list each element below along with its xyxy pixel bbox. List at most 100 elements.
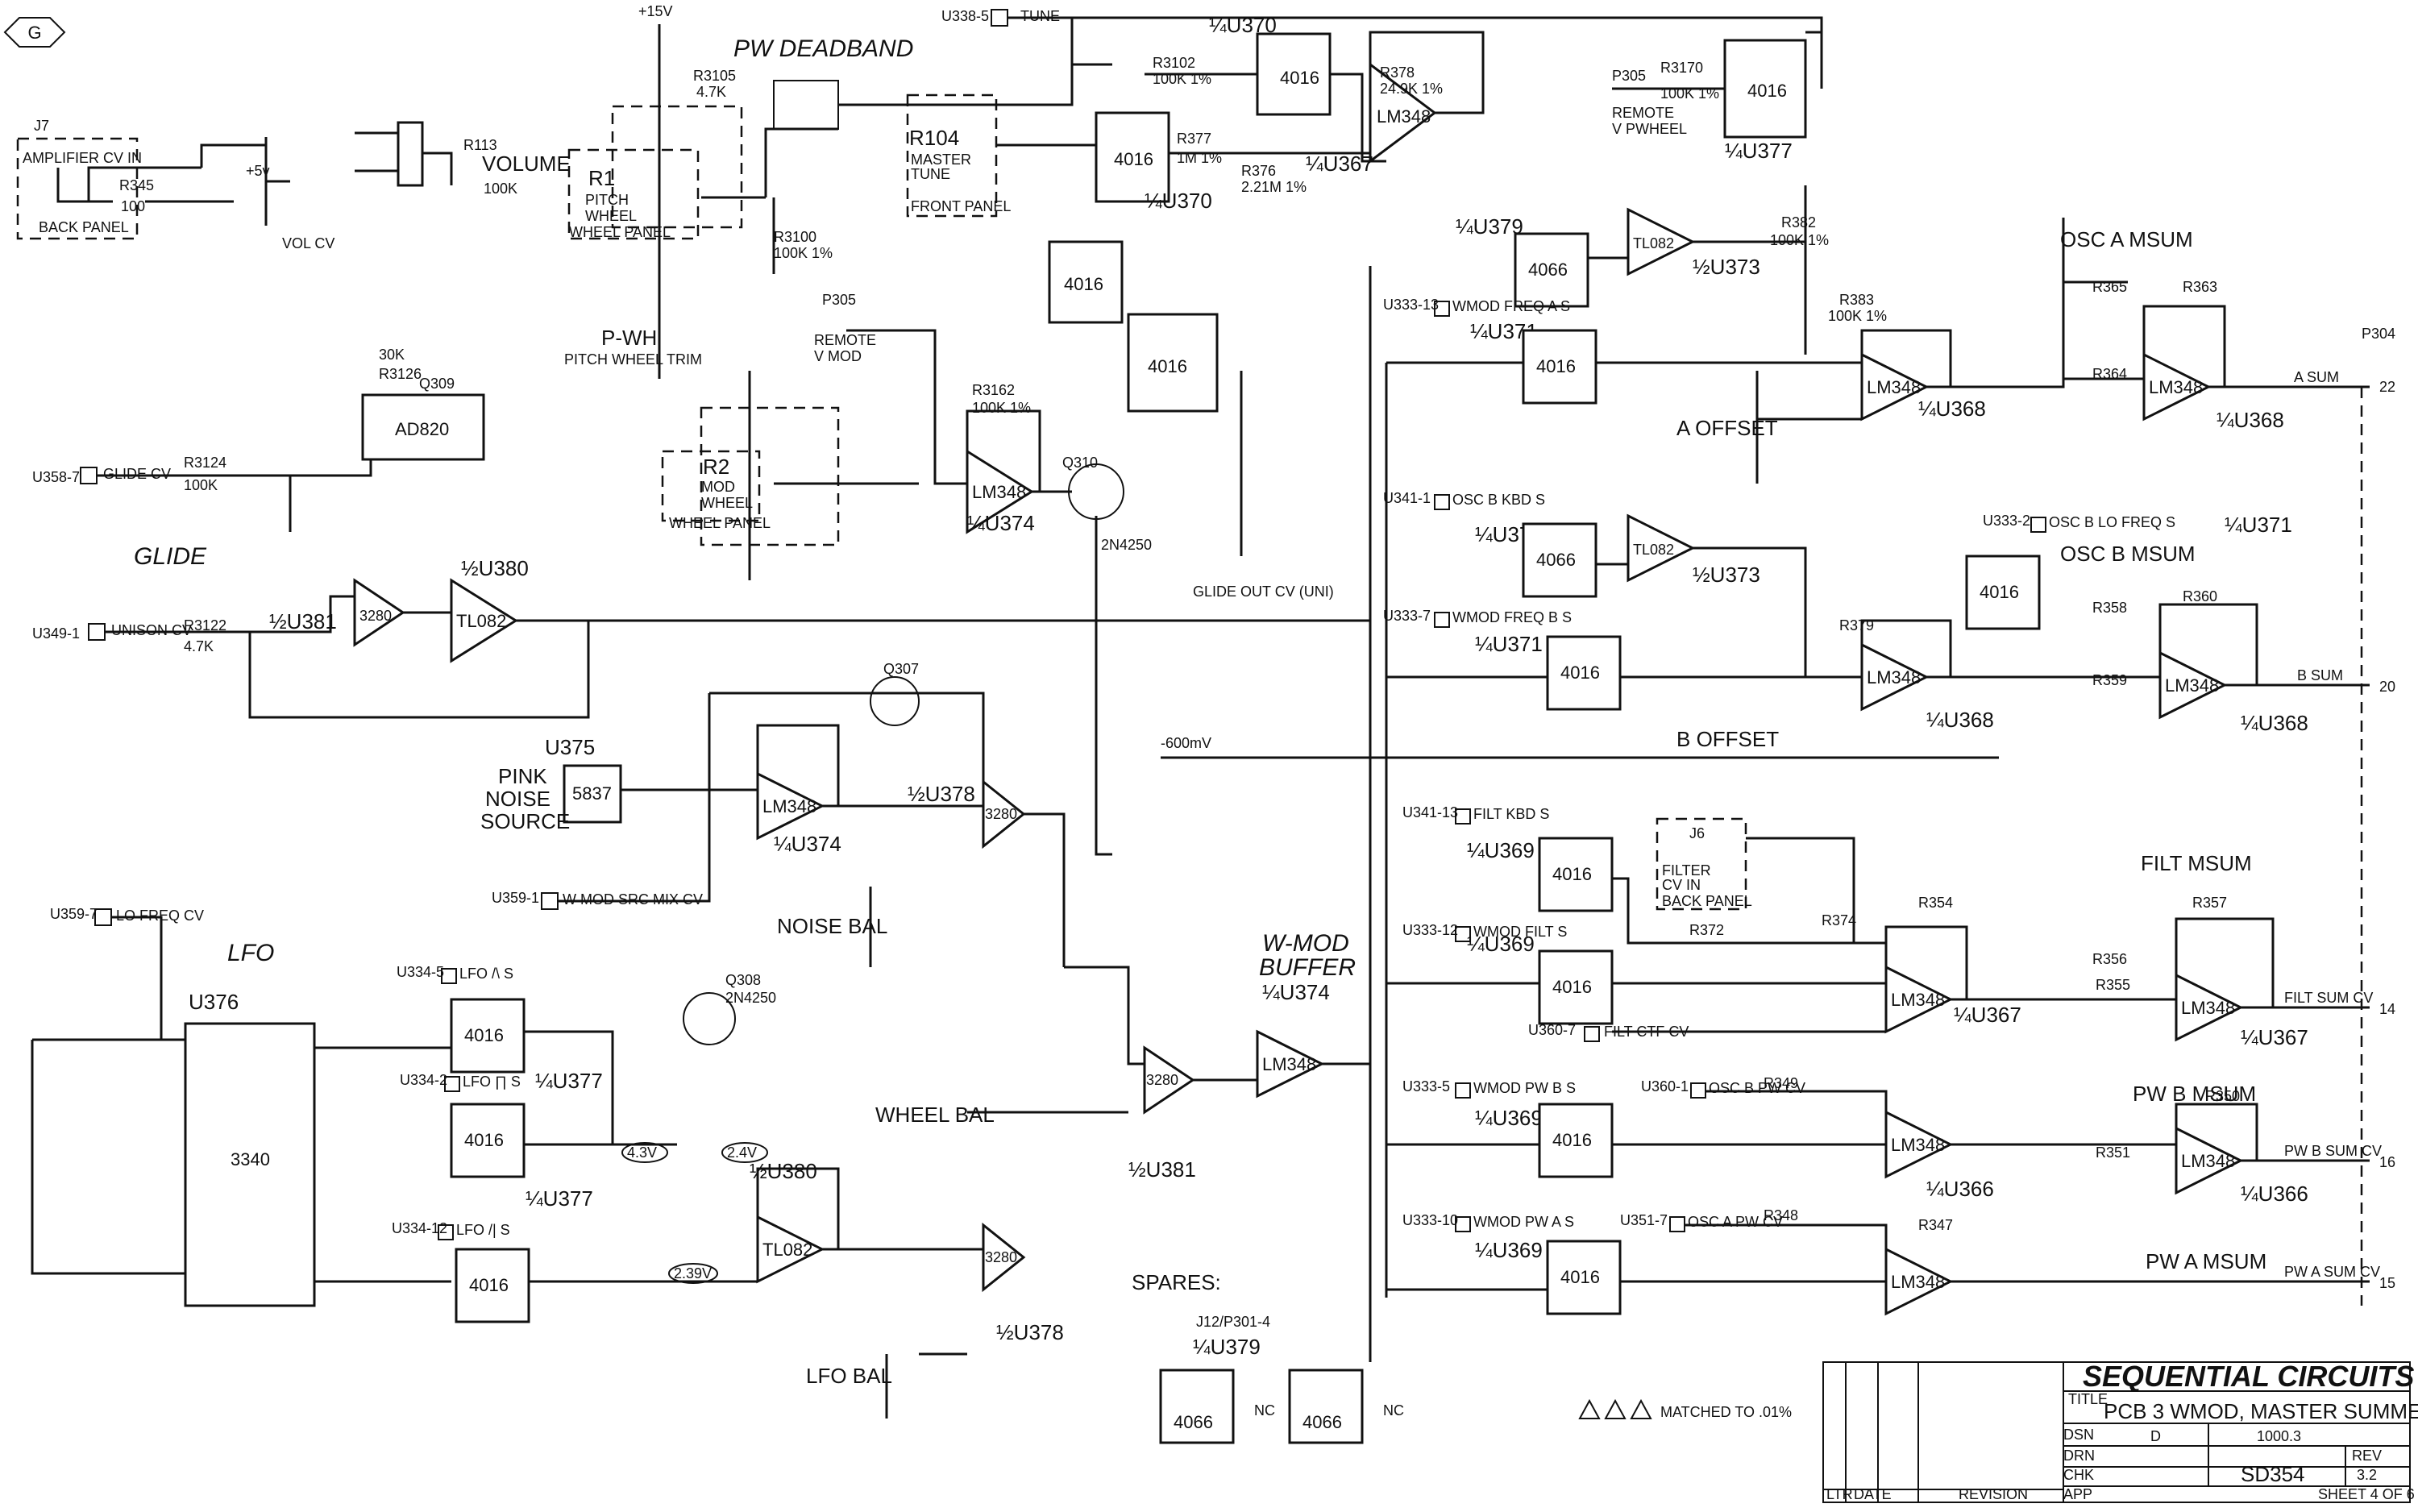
u378-a: ½U378 [908,782,975,806]
matched-note: MATCHED TO .01% [1578,1398,1792,1420]
svg-text:P305: P305 [1612,68,1646,84]
u381-a: ½U381 [269,609,337,633]
u378-b: ½U378 [996,1320,1064,1344]
svg-text:R3100: R3100 [774,229,816,245]
u366-a: ¼U366 [1926,1177,1994,1201]
u368-c: ¼U368 [1926,708,1994,732]
svg-text:100K: 100K [184,477,218,493]
v239-net: 2.39V [674,1265,712,1281]
svg-text:Q308: Q308 [725,972,761,988]
svg-text:20: 20 [2379,679,2395,695]
svg-text:WMOD FILT S: WMOD FILT S [1473,924,1567,940]
pitch-wheel-trim-label: PITCH WHEEL TRIM [564,351,702,368]
svg-text:U360-7: U360-7 [1528,1022,1576,1038]
svg-text:100K 1%: 100K 1% [774,245,833,261]
u368-b: ¼U368 [2216,408,2284,432]
svg-text:MOD: MOD [701,479,735,495]
glide-label: GLIDE [134,543,207,570]
svg-text:3280: 3280 [1146,1072,1178,1088]
svg-text:REVISION: REVISION [1959,1486,2028,1502]
u377-top: ¼U377 [1725,139,1793,163]
j7-panel: BACK PANEL [39,219,129,235]
svg-text:R355: R355 [2096,977,2130,993]
svg-text:WMOD FREQ A S: WMOD FREQ A S [1452,298,1570,314]
svg-text:3280: 3280 [359,608,392,624]
lfo-label: LFO [227,940,274,966]
svg-text:U333-5: U333-5 [1402,1078,1450,1095]
svg-text:4.7K: 4.7K [184,638,214,654]
svg-text:R348: R348 [1764,1207,1798,1223]
filt-sum-label: FILT SUM CV [2284,990,2373,1006]
glide-section: AD820 Q309 U358-7 GLIDE CV GLIDE U349-1 … [32,347,1370,719]
svg-text:AD820: AD820 [395,419,449,439]
svg-text:NOISE: NOISE [485,787,550,811]
pw-b-sum-label: PW B SUM CV [2284,1143,2382,1159]
pw-deadband-section: PW DEADBAND R104 MASTER TUNE FRONT PANEL… [733,35,1112,274]
svg-text:4016: 4016 [1148,356,1187,376]
svg-text:P304: P304 [2362,326,2395,342]
svg-text:LM348: LM348 [1891,990,1945,1010]
volume-label: VOLUME [482,152,571,176]
svg-text:Q310: Q310 [1062,455,1098,471]
svg-text:CHK: CHK [2063,1467,2094,1483]
svg-text:LTR: LTR [1826,1486,1853,1502]
revision-number: 3.2 [2357,1467,2377,1483]
svg-text:R357: R357 [2192,895,2227,911]
svg-text:22: 22 [2379,379,2395,395]
svg-text:15: 15 [2379,1275,2395,1291]
svg-text:R347: R347 [1918,1217,1953,1233]
svg-text:U358-7: U358-7 [32,469,80,485]
v43-net: 4.3V [627,1144,657,1161]
svg-text:R378: R378 [1380,64,1415,81]
u371-b: ¼U371 [2225,513,2292,537]
svg-text:LFO /\ S: LFO /\ S [459,966,513,982]
svg-text:4066: 4066 [1536,550,1576,570]
svg-text:LM348: LM348 [1867,667,1921,687]
v24-net: 2.4V [727,1144,757,1161]
svg-text:U341-1: U341-1 [1383,490,1431,506]
wmod-buffer-label: W-MOD [1262,930,1349,957]
svg-text:3340: 3340 [231,1149,270,1169]
svg-text:100K 1%: 100K 1% [1660,85,1719,102]
svg-text:W MOD SRC MIX CV: W MOD SRC MIX CV [563,891,703,908]
svg-text:Q309: Q309 [419,376,455,392]
sheet-marker: G [3,17,66,48]
pw-channels: U333-5 WMOD PW B S ¼U369 4016 U360-1 OSC… [1386,1078,2395,1316]
svg-text:R351: R351 [2096,1144,2130,1161]
svg-text:TITLE: TITLE [2068,1391,2108,1407]
svg-text:4016: 4016 [1552,1130,1592,1150]
svg-text:SOURCE: SOURCE [480,809,570,833]
drawing-number: SD354 [2241,1462,2305,1486]
u374-b: ¼U374 [774,832,841,856]
svg-text:+15V: +15V [638,3,673,19]
svg-text:R379: R379 [1839,617,1874,633]
svg-text:U349-1: U349-1 [32,625,80,642]
svg-text:FRONT PANEL: FRONT PANEL [911,198,1011,214]
svg-text:4.7K: 4.7K [696,84,726,100]
svg-text:4016: 4016 [1280,68,1319,88]
osc-b-channel: U341-1 OSC B KBD S ¼U379 4066 TL082 ½U37… [1383,490,2395,751]
svg-text:WMOD PW A S: WMOD PW A S [1473,1214,1574,1230]
u377-b: ¼U377 [535,1069,603,1093]
r104-ref: R104 [909,126,959,150]
svg-text:LM348: LM348 [1262,1054,1316,1074]
svg-text:R382: R382 [1781,214,1816,231]
svg-text:R3122: R3122 [184,617,226,633]
svg-text:24.9K 1%: 24.9K 1% [1380,81,1443,97]
minus600-label: -600mV [1161,735,1211,751]
svg-text:R377: R377 [1177,131,1211,147]
u369-c: ¼U369 [1475,1106,1543,1130]
svg-text:V PWHEEL: V PWHEEL [1612,121,1687,137]
svg-text:U334-5: U334-5 [397,964,444,980]
svg-text:4066: 4066 [1302,1412,1342,1432]
u376-label: U376 [189,990,239,1014]
u374-c: ¼U374 [1262,980,1330,1004]
svg-text:FILTER: FILTER [1662,862,1711,879]
u374-a: ¼U374 [967,511,1035,535]
svg-text:16: 16 [2379,1154,2395,1170]
b-offset-label: B OFFSET [1676,727,1779,751]
svg-text:R354: R354 [1918,895,1953,911]
amplifier-volume-section: J7 AMPLIFIER CV IN BACK PANEL VOLUME R34… [16,118,571,251]
drawing-title: PCB 3 WMOD, MASTER SUMMERS [2104,1399,2418,1423]
svg-text:R349: R349 [1764,1075,1798,1091]
